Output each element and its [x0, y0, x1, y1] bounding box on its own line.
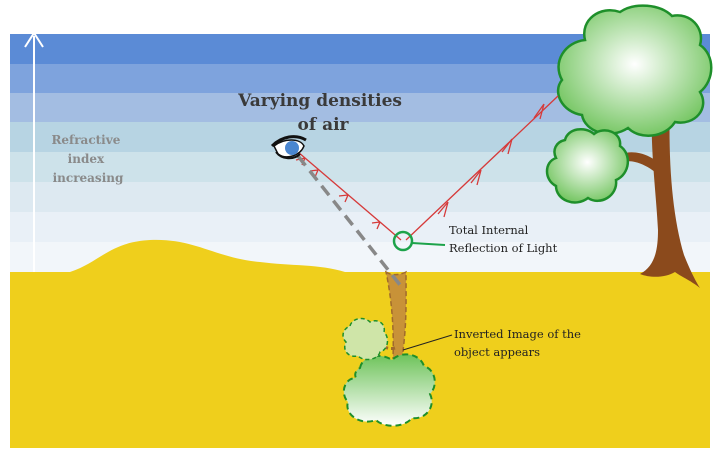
tree-canopy — [556, 4, 713, 137]
reflection-label: Total Internal Reflection of Light — [449, 223, 558, 255]
incident-ray-arrow-1 — [533, 103, 545, 120]
incident-ray-arrow-4 — [437, 201, 449, 218]
diagram-title: Varying densities of air — [237, 91, 408, 135]
reflected-ray-arrow-2 — [338, 194, 349, 203]
tree-icon — [545, 4, 713, 288]
air-layer-7 — [10, 212, 710, 242]
light-rays — [295, 95, 559, 292]
eye-iris — [285, 141, 299, 155]
incident-ray — [405, 95, 559, 241]
mirage-side-canopy — [342, 317, 389, 361]
refractive-index-arrow — [24, 31, 44, 272]
eye-lash — [270, 135, 307, 148]
reflection-leader-line — [411, 242, 446, 246]
apparent-sight-line — [296, 154, 406, 292]
reflected-ray — [297, 151, 402, 241]
eye-icon — [270, 135, 307, 160]
incident-ray-arrow-3 — [470, 169, 482, 186]
reflected-ray-arrow-1 — [371, 221, 381, 230]
image-label: Inverted Image of the object appears — [454, 327, 585, 359]
inverted-tree-icon — [342, 270, 436, 427]
mirage-trunk — [384, 270, 407, 359]
incident-ray-arrow-2 — [501, 138, 513, 155]
mirage-canopy — [342, 353, 436, 427]
tree-trunk — [640, 100, 700, 288]
image-leader-line — [402, 334, 453, 351]
reflection-point-marker — [392, 230, 414, 252]
eye-lower — [275, 151, 301, 160]
side-label: Refractive index increasing — [51, 133, 124, 185]
tree-side-canopy — [545, 127, 629, 204]
